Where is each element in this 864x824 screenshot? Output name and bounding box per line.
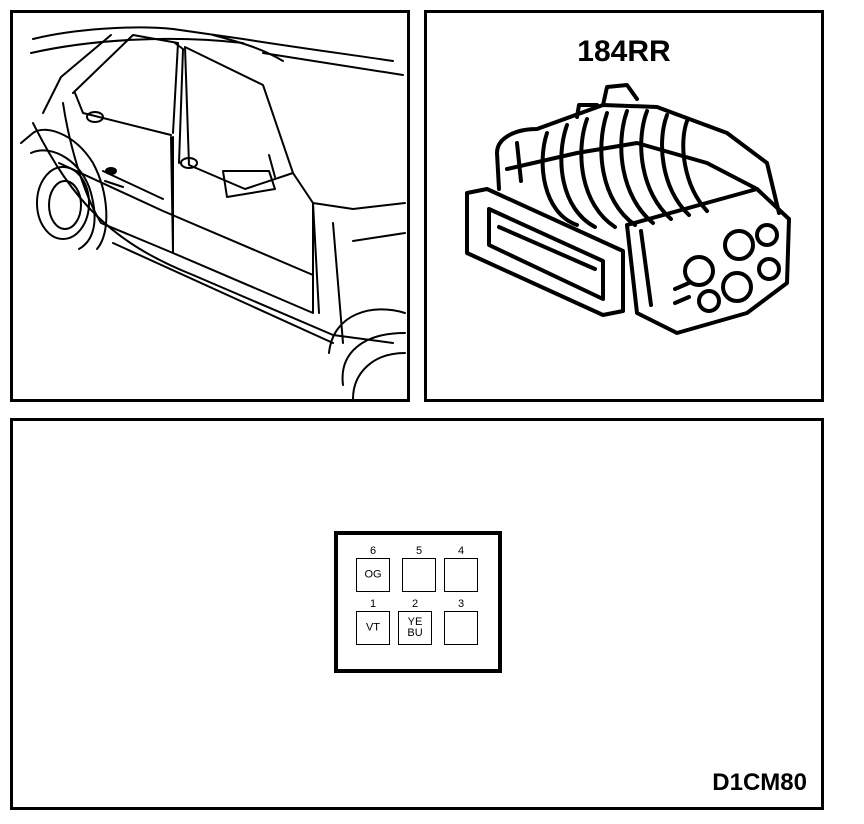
connector-panel: 184RR <box>424 10 824 402</box>
pin-number: 4 <box>457 545 465 557</box>
pin-number: 1 <box>369 598 377 610</box>
location-marker <box>105 167 117 175</box>
vehicle-side-illustration <box>20 26 406 399</box>
connector-code: 184RR <box>577 35 671 68</box>
vehicle-location-panel <box>10 10 410 402</box>
pinout-panel: 6 OG 5 4 1 VT 2 YE BU 3 D1CM80 <box>10 418 824 810</box>
pin-cavity-4 <box>444 558 478 592</box>
pin-wire-color: VT <box>365 621 381 634</box>
pin-cavity-5 <box>402 558 436 592</box>
pin-cavity-6: OG <box>356 558 390 592</box>
pin-number: 3 <box>457 598 465 610</box>
connector-illustration <box>465 83 791 335</box>
diagram-reference: D1CM80 <box>712 769 807 796</box>
pin-number: 2 <box>411 598 419 610</box>
pin-cavity-1: VT <box>356 611 390 645</box>
pin-number: 6 <box>369 545 377 557</box>
pin-wire-color: YE BU <box>407 616 423 639</box>
pin-cavity-3 <box>444 611 478 645</box>
pin-wire-color: OG <box>364 568 382 581</box>
pin-number: 5 <box>415 545 423 557</box>
connector-face: 6 OG 5 4 1 VT 2 YE BU 3 <box>334 531 502 673</box>
pin-cavity-2: YE BU <box>398 611 432 645</box>
